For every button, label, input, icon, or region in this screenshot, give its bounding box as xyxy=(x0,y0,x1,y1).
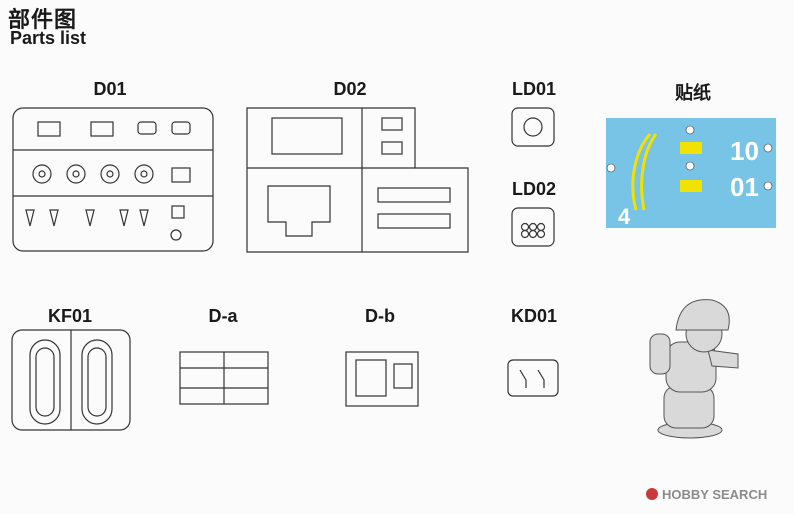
sprue-d02 xyxy=(247,108,468,252)
part-da xyxy=(180,352,268,404)
watermark-text: HOBBY SEARCH xyxy=(662,487,767,502)
decal-mark-01: 01 xyxy=(730,172,759,202)
soldier-figure xyxy=(650,300,738,438)
sprue-ld01 xyxy=(512,108,554,146)
decal-mark-10: 10 xyxy=(730,136,759,166)
sprue-d01 xyxy=(13,108,213,251)
decal-mark-4: 4 xyxy=(618,204,631,229)
watermark-logo xyxy=(646,488,658,500)
sprue-kd01 xyxy=(508,360,558,396)
sprue-kf01 xyxy=(12,330,130,430)
decal-sheet: 10 01 4 xyxy=(606,118,776,229)
part-db xyxy=(346,352,418,406)
